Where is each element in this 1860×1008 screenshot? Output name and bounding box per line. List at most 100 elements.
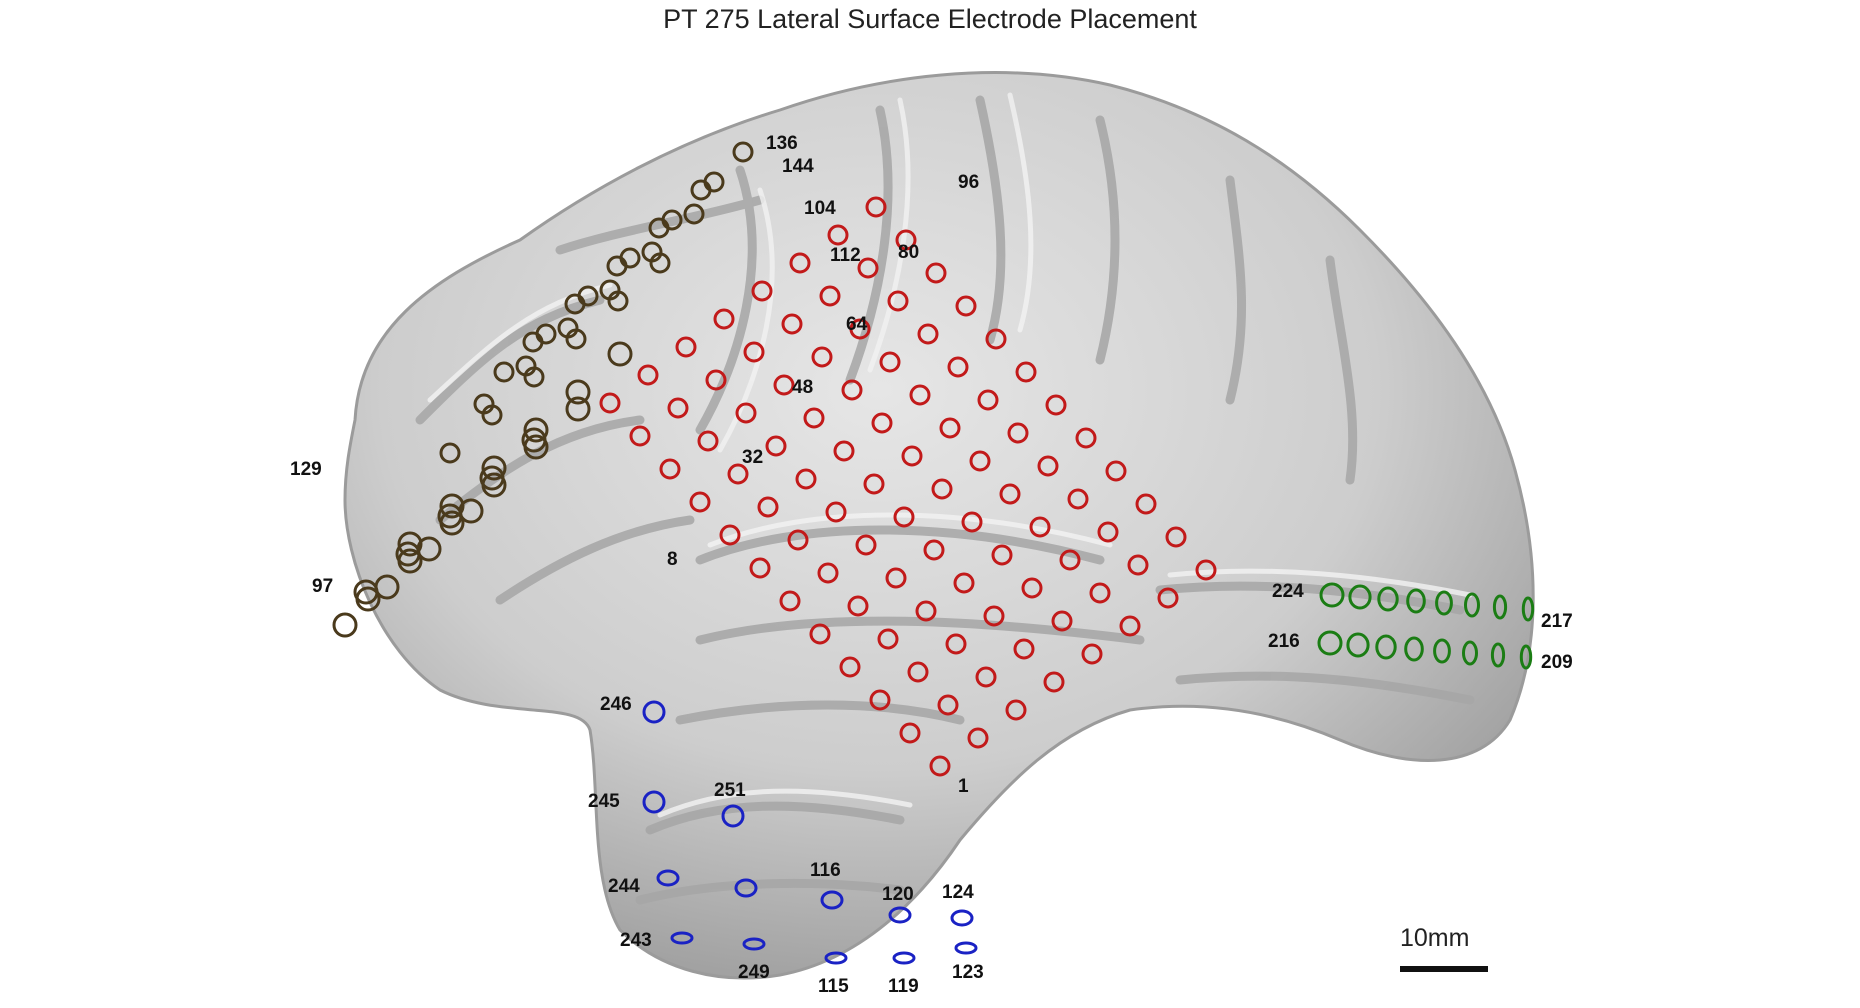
frontal-electrode	[439, 442, 461, 464]
red-electrode	[1105, 460, 1127, 482]
red-electrode	[659, 458, 681, 480]
red-electrode	[977, 389, 999, 411]
frontal-electrode	[661, 209, 683, 231]
temporal-electrode	[1519, 644, 1533, 670]
label-245: 245	[588, 791, 620, 812]
red-electrode	[961, 511, 983, 533]
red-electrode	[787, 529, 809, 551]
frontal-electrode	[523, 417, 549, 443]
temporal-electrode	[1348, 584, 1372, 610]
red-electrode	[719, 524, 741, 546]
frontal-electrode	[565, 328, 587, 350]
red-electrode	[1127, 554, 1149, 576]
label-243: 243	[620, 930, 652, 951]
red-electrode	[811, 346, 833, 368]
red-electrode	[1089, 582, 1111, 604]
red-electrode	[817, 562, 839, 584]
label-249: 249	[738, 962, 770, 983]
inferior-electrode	[642, 700, 666, 724]
temporal-electrode	[1406, 588, 1426, 614]
red-electrode	[857, 257, 879, 279]
label-96: 96	[958, 172, 979, 193]
inferior-electrode	[734, 878, 758, 898]
red-electrode	[923, 539, 945, 561]
red-electrode	[1045, 394, 1067, 416]
brain-image	[343, 71, 1535, 980]
red-electrode	[1005, 699, 1027, 721]
label-120: 120	[882, 884, 914, 905]
red-electrode	[795, 468, 817, 490]
red-electrode	[629, 425, 651, 447]
red-electrode	[841, 379, 863, 401]
inferior-electrode	[721, 804, 745, 828]
red-electrode	[1075, 427, 1097, 449]
frontal-electrode	[521, 427, 547, 453]
red-electrode	[637, 364, 659, 386]
red-electrode	[879, 351, 901, 373]
red-electrode	[751, 280, 773, 302]
label-123: 123	[952, 962, 984, 983]
scale-bar	[1400, 966, 1488, 972]
temporal-electrode	[1492, 594, 1508, 620]
red-electrode	[735, 402, 757, 424]
red-electrode	[789, 252, 811, 274]
red-electrode	[1119, 615, 1141, 637]
red-electrode	[885, 567, 907, 589]
label-48: 48	[792, 377, 813, 398]
red-electrode	[749, 557, 771, 579]
red-electrode	[697, 430, 719, 452]
label-217: 217	[1541, 611, 1573, 632]
temporal-electrode	[1464, 592, 1480, 618]
inferior-electrode	[656, 869, 680, 887]
label-124: 124	[942, 882, 974, 903]
red-electrode	[713, 308, 735, 330]
red-electrode	[1195, 559, 1217, 581]
frontal-electrode	[374, 574, 400, 600]
label-224: 224	[1272, 581, 1304, 602]
frontal-electrode	[649, 252, 671, 274]
red-electrode	[1051, 610, 1073, 632]
red-electrode-grid	[599, 196, 1217, 777]
label-32: 32	[742, 447, 763, 468]
red-electrode	[991, 544, 1013, 566]
red-electrode	[1037, 455, 1059, 477]
inferior-electrode	[642, 790, 666, 814]
red-electrode	[1007, 422, 1029, 444]
red-electrode	[773, 374, 795, 396]
red-electrode	[827, 224, 849, 246]
red-electrode	[1081, 643, 1103, 665]
red-electrode	[675, 336, 697, 358]
label-216: 216	[1268, 631, 1300, 652]
frontal-electrode	[332, 612, 358, 638]
frontal-electrode	[577, 285, 599, 307]
frontal-electrode	[535, 323, 557, 345]
temporal-electrode	[1521, 596, 1535, 622]
red-electrode	[1157, 587, 1179, 609]
red-electrode	[1067, 488, 1089, 510]
red-electrode	[887, 290, 909, 312]
frontal-electrode	[565, 379, 591, 405]
red-electrode	[765, 435, 787, 457]
red-electrode	[705, 369, 727, 391]
label-115: 115	[818, 976, 849, 997]
red-electrode	[727, 463, 749, 485]
label-144: 144	[782, 156, 814, 177]
red-electrode	[893, 506, 915, 528]
red-electrode	[917, 323, 939, 345]
red-electrode	[849, 318, 871, 340]
red-electrode	[983, 605, 1005, 627]
red-electrode	[847, 595, 869, 617]
red-electrode	[1021, 577, 1043, 599]
red-electrode	[953, 572, 975, 594]
inferior-electrode	[824, 951, 848, 965]
frontal-electrode	[479, 465, 505, 491]
label-119: 119	[888, 976, 919, 997]
red-electrode	[947, 356, 969, 378]
label-112: 112	[830, 245, 861, 266]
temporal-electrode	[1319, 582, 1345, 608]
frontal-electrode-strip	[332, 141, 754, 638]
red-electrode	[1165, 526, 1187, 548]
temporal-electrode	[1375, 634, 1397, 660]
red-electrode	[803, 407, 825, 429]
red-electrode	[781, 313, 803, 335]
